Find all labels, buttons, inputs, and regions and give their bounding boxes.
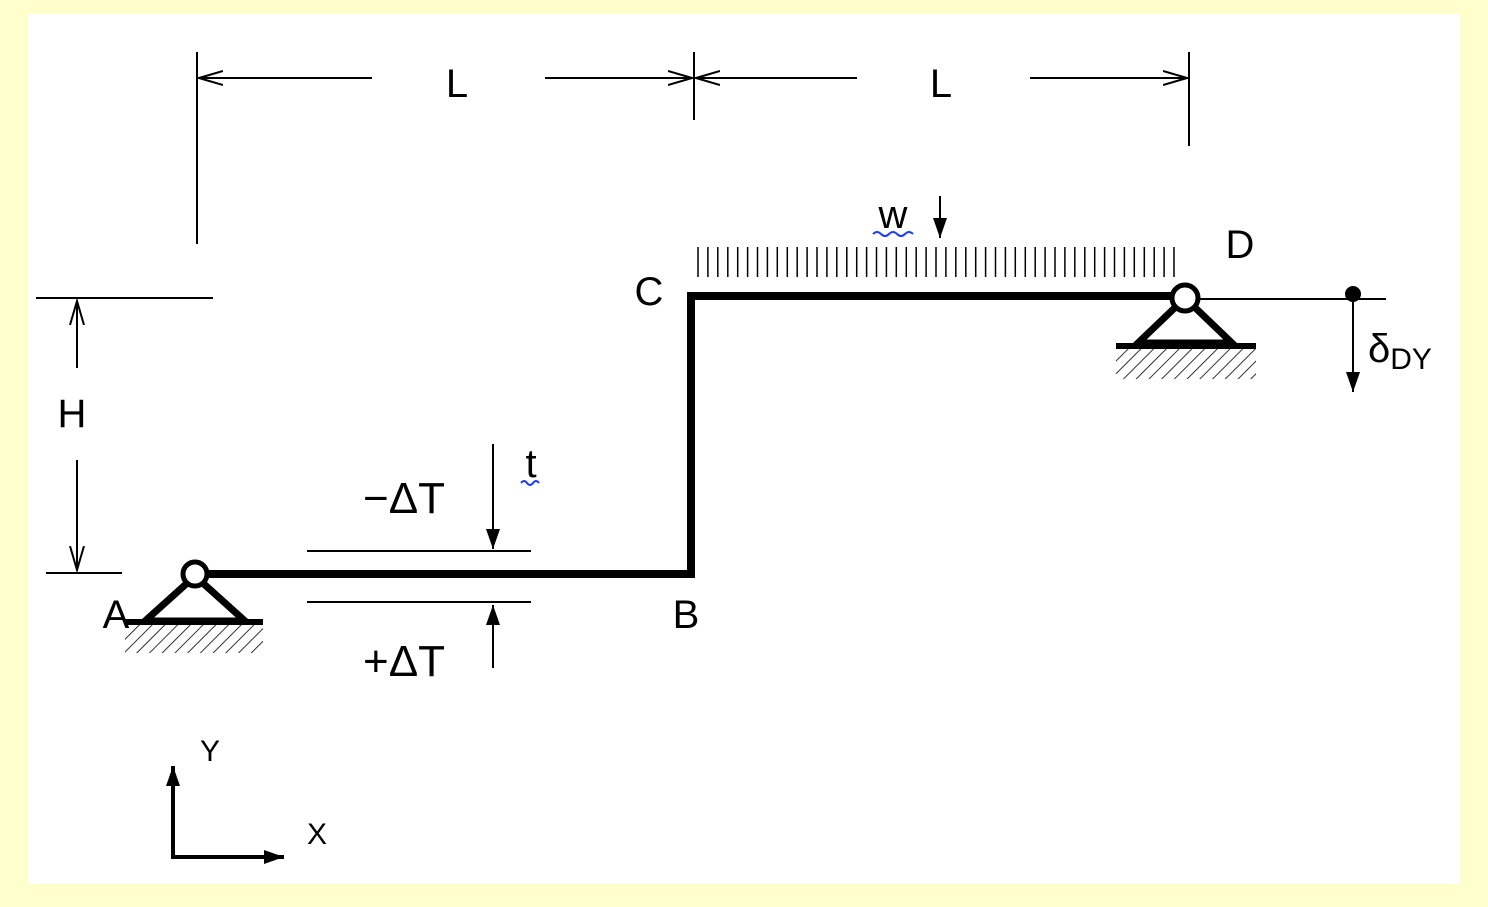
height-dimension: H bbox=[36, 297, 213, 574]
xy-axes-icon: Y X bbox=[166, 735, 327, 864]
axis-x-label: X bbox=[307, 818, 327, 851]
span-1-label: L bbox=[446, 62, 468, 106]
height-label: H bbox=[58, 392, 87, 436]
deflection-label: δDY bbox=[1368, 327, 1432, 376]
node-c-label: C bbox=[635, 270, 664, 314]
node-b-label: B bbox=[673, 593, 700, 637]
temp-bottom-label: +ΔT bbox=[363, 637, 445, 686]
span-dimension: L L bbox=[196, 52, 1190, 244]
support-a-hinge bbox=[180, 559, 210, 589]
frame-members bbox=[204, 292, 1176, 578]
drawing-panel bbox=[28, 14, 1460, 884]
deflection-indicator: δDY bbox=[1198, 286, 1432, 392]
axis-y-label: Y bbox=[200, 735, 220, 768]
deflection-symbol: δ bbox=[1368, 327, 1390, 371]
node-d-label: D bbox=[1226, 223, 1255, 267]
temp-top-label: −ΔT bbox=[363, 474, 445, 523]
node-a-label: A bbox=[103, 593, 130, 637]
temperature-gradient: −ΔT +ΔT t bbox=[307, 442, 540, 686]
thickness-t-label: t bbox=[525, 442, 536, 486]
roller-support-icon bbox=[1116, 282, 1256, 379]
deflection-subscript: DY bbox=[1390, 343, 1432, 376]
load-w-underline bbox=[872, 231, 914, 237]
thickness-t-underline bbox=[520, 480, 540, 486]
span-2-label: L bbox=[930, 62, 952, 106]
pin-support-icon bbox=[125, 559, 263, 653]
distributed-load-icon: w bbox=[697, 193, 1175, 277]
support-d-hatching bbox=[1116, 349, 1256, 379]
deflection-point bbox=[1345, 286, 1361, 302]
support-d-hinge bbox=[1169, 282, 1201, 314]
support-a-hatching bbox=[125, 625, 263, 653]
load-w-label: w bbox=[878, 193, 908, 237]
